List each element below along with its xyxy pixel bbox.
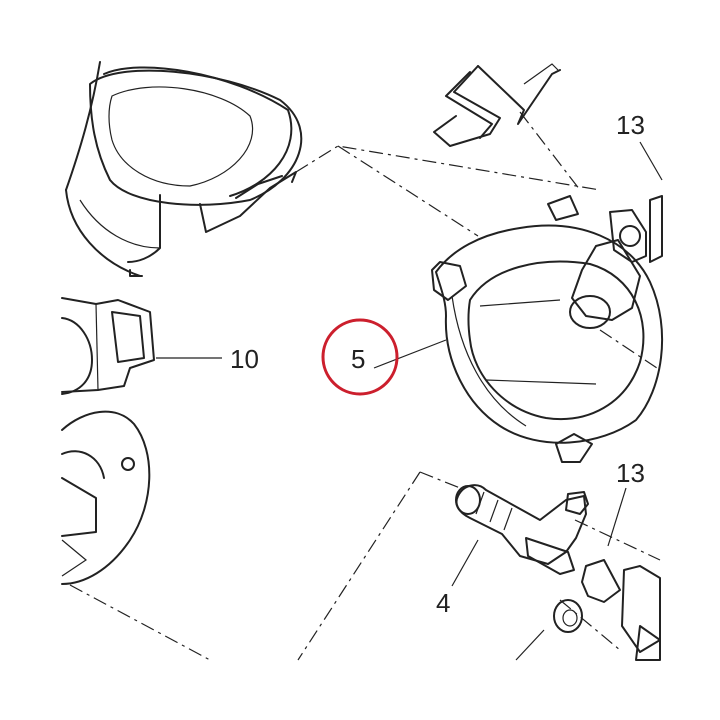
connector-icon [61, 297, 155, 395]
callout-10: 10 [230, 344, 259, 374]
callout-13-top: 13 [616, 110, 645, 140]
injector-holder-ring-icon [431, 195, 664, 463]
callout-5: 5 [351, 344, 365, 374]
callout-4: 4 [436, 588, 450, 618]
housing-ring-icon [65, 61, 303, 277]
callout-leaders [156, 141, 663, 661]
wire-clip-icon [433, 63, 561, 147]
assembly-guide-lines [69, 111, 661, 661]
highlight-circle [321, 318, 399, 396]
fuel-injector-icon [455, 484, 589, 575]
throttle-body-icon [61, 410, 151, 585]
callout-13-bottom: 13 [616, 458, 645, 488]
seal-ring-icon [553, 559, 661, 661]
